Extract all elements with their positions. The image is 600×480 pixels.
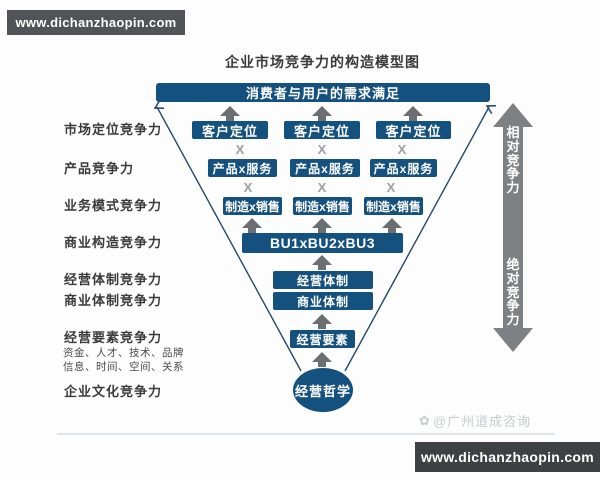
axis-arrowhead-up-icon bbox=[493, 103, 533, 127]
left-label-operating-system: 经营体制竞争力 bbox=[64, 272, 163, 287]
multiply-symbol: X bbox=[243, 180, 253, 195]
up-arrow-icon bbox=[382, 218, 402, 233]
left-label-business-system: 商业体制竞争力 bbox=[64, 293, 163, 308]
up-arrow-icon bbox=[312, 352, 332, 367]
funnel-box-customer-positioning: 客户定位 bbox=[192, 121, 268, 139]
up-arrow-icon bbox=[312, 314, 332, 329]
axis-label-relative-competitiveness: 相对竞争力 bbox=[506, 125, 520, 196]
funnel-box-customer-positioning: 客户定位 bbox=[376, 121, 451, 139]
up-arrow-icon bbox=[403, 106, 423, 121]
up-arrow-icon bbox=[312, 255, 332, 270]
watermark-logo-icon: ✿ bbox=[419, 412, 431, 428]
axis-arrowhead-down-icon bbox=[493, 328, 533, 352]
divider-line bbox=[57, 433, 555, 435]
left-sublabel-elements-1: 资金、人才、技术、品牌 bbox=[63, 347, 184, 359]
up-arrow-icon bbox=[242, 218, 262, 233]
funnel-box-customer-positioning: 客户定位 bbox=[284, 121, 360, 139]
left-label-operating-elements: 经营要素竞争力 bbox=[64, 330, 163, 345]
funnel-box-operating-elements: 经营要素 bbox=[290, 330, 355, 348]
funnel-box-manufacture-sales: 制造x销售 bbox=[364, 197, 423, 215]
funnel-box-manufacture-sales: 制造x销售 bbox=[293, 197, 352, 215]
left-sublabel-elements-2: 信息、时间、空间、关系 bbox=[63, 361, 184, 373]
multiply-symbol: X bbox=[397, 142, 407, 157]
watermark-badge-bottom: www.dichanzhaopin.com bbox=[415, 442, 600, 472]
funnel-box-product-service: 产品x服务 bbox=[370, 159, 437, 177]
funnel-box-product-service: 产品x服务 bbox=[208, 159, 277, 177]
funnel-box-operating-system: 经营体制 bbox=[273, 271, 373, 289]
axis-arrow-shaft bbox=[503, 126, 523, 328]
funnel-box-manufacture-sales: 制造x销售 bbox=[223, 197, 282, 215]
up-arrow-icon bbox=[220, 106, 240, 121]
left-label-business-structure: 商业构造竞争力 bbox=[64, 235, 163, 250]
left-label-product: 产品竞争力 bbox=[64, 161, 135, 176]
watermark-badge-top: www.dichanzhaopin.com bbox=[7, 10, 185, 35]
watermark-daocheng: ✿@广州道成咨询 bbox=[419, 411, 531, 430]
axis-label-absolute-competitiveness: 绝对竞争力 bbox=[506, 257, 520, 328]
diagram-title: 企业市场竞争力的构造模型图 bbox=[225, 54, 420, 70]
left-label-business-model: 业务模式竞争力 bbox=[64, 198, 163, 213]
funnel-box-product-service: 产品x服务 bbox=[290, 159, 360, 177]
multiply-symbol: X bbox=[317, 142, 327, 157]
left-label-market-positioning: 市场定位竞争力 bbox=[64, 122, 163, 137]
funnel-ellipse-philosophy: 经营哲学 bbox=[293, 368, 353, 412]
up-arrow-icon bbox=[312, 106, 332, 121]
multiply-symbol: X bbox=[317, 180, 327, 195]
multiply-symbol: X bbox=[235, 142, 245, 157]
funnel-box-business-system: 商业体制 bbox=[273, 292, 373, 310]
funnel-top-bar-consumer-needs: 消费者与用户的需求满足 bbox=[156, 83, 490, 102]
funnel-box-bu: BU1xBU2xBU3 bbox=[242, 233, 403, 253]
left-label-corporate-culture: 企业文化竞争力 bbox=[64, 384, 163, 399]
up-arrow-icon bbox=[312, 218, 332, 233]
watermark-text: @广州道成咨询 bbox=[432, 414, 532, 429]
multiply-symbol: X bbox=[386, 180, 396, 195]
